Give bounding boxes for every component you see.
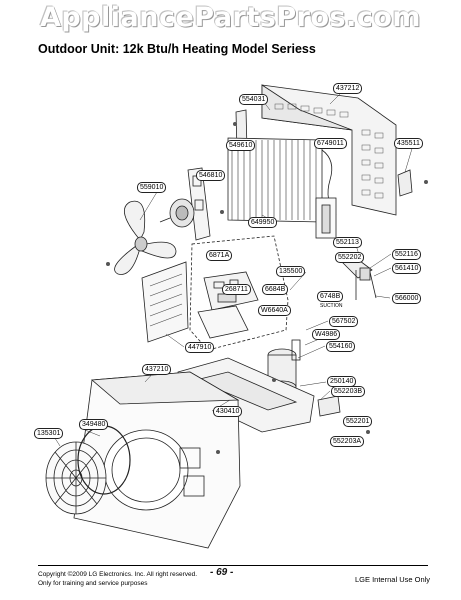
propeller-fan [114,200,177,275]
part-label: 561410 [392,263,422,274]
page-number: - 69 - [210,567,234,578]
control-box-housing [197,305,249,339]
part-label: 554160 [326,341,356,352]
part-label: 554031 [239,94,269,105]
part-label: 552116 [392,249,421,260]
base-pan [177,357,315,433]
part-label: 549610 [226,140,256,151]
part-label: 567502 [329,316,359,327]
part-label: 6748B [317,291,344,302]
condenser-coil [227,137,337,239]
front-cabinet [73,371,241,549]
part-label: 349480 [79,419,109,430]
service-valve-assembly [341,257,377,300]
part-label: 135500 [276,266,306,277]
page-title: Outdoor Unit: 12k Btu/h Heating Model Se… [38,42,316,56]
control-box-frame [189,235,289,351]
part-label: 6684B [262,284,289,295]
footer-copyright: Copyright ©2009 LG Electronics. Inc. All… [38,571,198,578]
footer-internal-use: LGE Internal Use Only [355,575,431,584]
exploded-parts-diagram [45,84,428,549]
part-label: 552202 [335,252,365,263]
footer-divider [38,565,428,566]
part-label: 437212 [333,83,363,94]
screws [106,122,428,454]
watermark: AppliancePartsPros.com [39,2,422,33]
part-label: 552203A [330,436,365,447]
part-label: 268711 [222,284,251,295]
part-label: 566000 [392,293,422,304]
part-label: 649950 [248,217,278,228]
part-label: 559010 [137,182,167,193]
part-label: 437210 [142,364,172,375]
fan-grille [45,441,107,515]
part-label: 135301 [34,428,64,439]
part-label: W4986 [312,329,341,340]
part-label: 546810 [196,170,226,181]
part-label: 552203B [331,386,366,397]
part-label: 430410 [213,406,243,417]
part-label: 435511 [394,138,423,149]
part-label: 6871A [206,250,233,261]
baffle-panel [141,261,189,343]
valve-plate [317,395,341,417]
rear-cabinet-panel [261,84,397,216]
part-label: W6640A [258,305,291,316]
part-label: 552113 [333,237,362,248]
part-label: 447910 [185,342,215,353]
footer-note: Only for training and service purposes [38,580,148,587]
fan-motor [159,198,195,228]
part-label: 552201 [343,416,373,427]
part-label: 6749011 [314,138,347,149]
rear-bracket [397,169,413,197]
suction-label: SUCTION [320,303,343,309]
